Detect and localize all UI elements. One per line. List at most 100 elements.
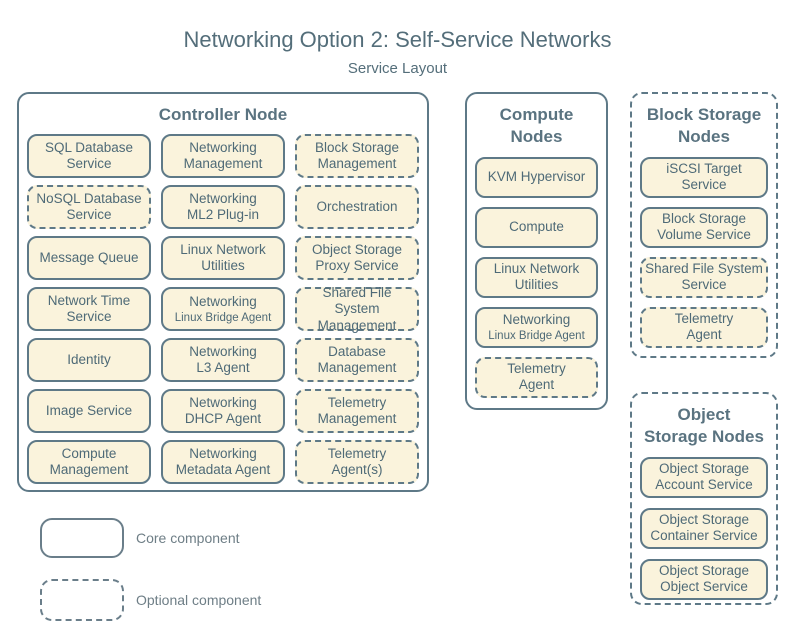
service-label-line: Account Service — [655, 477, 753, 493]
service-kvm-hypervisor: KVM Hypervisor — [475, 156, 598, 198]
page-title: Networking Option 2: Self-Service Networ… — [183, 27, 612, 52]
service-label-line: Management — [317, 317, 397, 333]
group-title-line: Object — [677, 405, 731, 424]
service-label-line: Metadata Agent — [175, 462, 271, 478]
service-label-line: Shared File System — [645, 260, 763, 276]
service-identity: Identity — [27, 338, 151, 383]
service-label-line: Object Storage — [658, 562, 750, 578]
service-label-line: Compute — [61, 445, 117, 461]
service-label-line: Utilities — [514, 277, 559, 293]
service-label-line: Telemetry — [674, 310, 734, 326]
group-title-line: Nodes — [678, 127, 730, 147]
legend: Core component Optional component — [40, 518, 261, 621]
service-label-line: ML2 Plug-in — [186, 207, 260, 223]
service-label-line: Service — [66, 207, 112, 223]
service-label-line: Message Queue — [39, 250, 139, 266]
legend-core-label: Core component — [136, 530, 240, 546]
service-label-line: Service — [681, 277, 727, 293]
service-label-line: Database — [328, 343, 386, 359]
service-label-line: Object Storage — [658, 460, 750, 476]
service-label-line: Service — [681, 177, 727, 193]
group-title-line: Storage Nodes — [644, 427, 764, 447]
service-label-line: Proxy Service — [315, 258, 399, 274]
service-label-line: L3 Agent — [196, 360, 250, 376]
group-title-line: Nodes — [510, 127, 563, 147]
service-label-line: Networking — [189, 394, 257, 410]
service-label-line: Object Storage — [658, 511, 750, 527]
service-label-line: Service — [66, 156, 112, 172]
service-label-line: iSCSI Target — [666, 160, 742, 176]
group-title-line: Controller Node — [158, 105, 288, 124]
service-label-line: Linux Network — [493, 260, 580, 276]
group-title-controller-node: Controller Node — [27, 104, 419, 126]
service-label-line: Telemetry — [327, 394, 387, 410]
service-label-line: Networking — [189, 343, 257, 359]
service-label-line: Linux Network — [180, 241, 266, 257]
service-label-line: Telemetry — [507, 360, 566, 376]
legend-optional-label: Optional component — [136, 592, 262, 608]
legend-optional-swatch — [40, 579, 124, 621]
service-label-line: Orchestration — [316, 199, 398, 215]
service-label-line: DHCP Agent — [184, 411, 262, 427]
service-label-line: Management — [49, 462, 129, 478]
service-label-line: Agent(s) — [331, 462, 383, 478]
service-label-line: Container Service — [650, 528, 758, 544]
service-label-line: Networking — [189, 445, 257, 461]
group-title-line: Compute — [499, 105, 574, 124]
legend-core-swatch — [40, 518, 124, 558]
service-label-line: Agent — [686, 327, 722, 343]
service-label-line: KVM Hypervisor — [487, 169, 586, 185]
service-label-line: Identity — [67, 352, 111, 368]
legend-row-optional: Optional component — [40, 579, 261, 621]
service-label-line: Block Storage — [314, 139, 400, 155]
service-label-line: Networking — [189, 139, 257, 155]
service-orchestration: Orchestration — [295, 185, 419, 230]
service-label-line: Agent — [518, 377, 555, 393]
service-label-line: NoSQL Database — [36, 190, 142, 206]
service-label-line: Shared File System — [322, 284, 392, 317]
service-message-queue: Message Queue — [27, 236, 151, 281]
service-label-line: Service — [66, 309, 112, 325]
service-label-line: Management — [317, 360, 397, 376]
service-label-line: Telemetry — [327, 445, 387, 461]
service-label-line: Compute — [509, 219, 564, 235]
service-label-line: Management — [183, 156, 263, 172]
service-image-service: Image Service — [27, 389, 151, 434]
service-label-line: Management — [317, 411, 397, 427]
service-label-line: Utilities — [201, 258, 245, 274]
service-label-line: Networking — [502, 312, 571, 328]
service-label-line: Linux Bridge Agent — [174, 311, 272, 324]
service-label-line: SQL Database — [44, 139, 134, 155]
service-label-line: Network Time — [47, 292, 131, 308]
